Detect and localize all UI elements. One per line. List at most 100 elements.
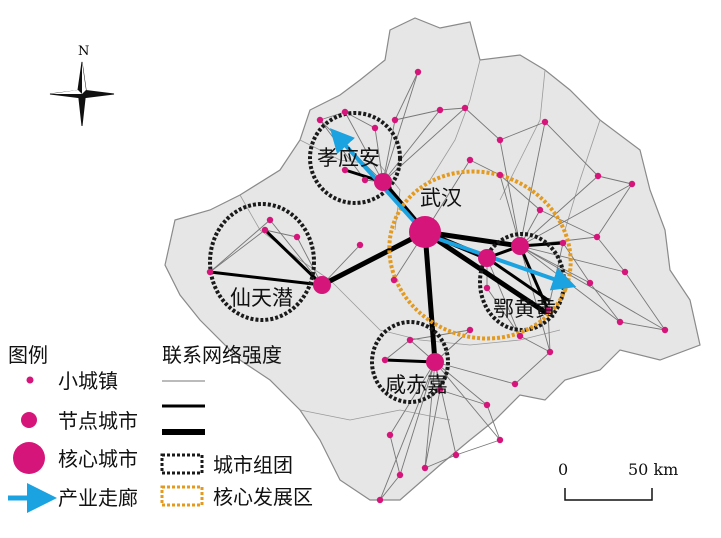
weak-link [434,361,488,406]
small-town [266,216,274,224]
weak-link [499,139,521,247]
weak-link [424,454,457,469]
small-town [293,233,301,241]
small-town [536,206,544,214]
small-town [414,68,422,76]
small-town [421,464,429,472]
small-town [466,326,474,334]
weak-link [394,109,441,121]
small-town [586,279,594,287]
legend-industry-corridor: 产业走廊 [58,486,138,510]
legend-node-city: 节点城市 [58,409,138,433]
small-town [511,380,519,388]
label-xianchijia: 咸赤嘉 [385,373,448,397]
scale-zero: 0 [558,460,568,479]
small-town [371,124,379,132]
legend-core-zone-icon [160,485,204,507]
weak-link [499,121,546,141]
small-town [436,106,444,114]
legend-small-town: 小城镇 [58,369,118,393]
weak-link [379,361,436,501]
legend-core-city-icon [13,442,45,474]
core-city-wuhan [409,216,441,248]
small-town [356,241,364,249]
weak-link [434,361,457,456]
small-town [483,401,491,409]
node-city-xianning [426,353,444,371]
weak-link [519,245,666,331]
weak-link [394,71,419,121]
small-town [593,233,601,241]
small-town [541,118,549,126]
legend-node-city-icon [21,412,37,428]
small-town [390,276,398,284]
legend-core-zone: 核心发展区 [213,485,313,509]
label-xiaoyingan: 孝应安 [317,146,380,170]
small-town [316,116,324,124]
weak-link [589,282,621,323]
legend-title: 图例 [8,343,48,367]
legend-link-strength: 联系网络强度 [162,343,282,367]
weak-link [619,321,666,331]
node-city-huanggang [511,237,529,255]
weak-link [519,245,551,353]
small-town [452,451,460,459]
weak-link [382,109,441,183]
weak-link [434,361,516,385]
weak-link [519,245,591,284]
weak-link [424,361,436,469]
weak-link [384,339,411,361]
north-arrow: N [49,44,115,127]
weak-link [544,121,599,177]
small-town [341,108,349,116]
weak-link [539,209,598,238]
small-town [621,268,629,276]
small-town [386,431,394,439]
weak-link [455,439,501,456]
weak-link [209,229,266,273]
small-town [381,356,389,364]
legend-small-town-icon [26,376,34,384]
small-town [594,172,602,180]
weak-link [519,121,546,247]
weak-link [439,107,466,111]
small-town [559,239,567,247]
weak-link [562,242,591,284]
weak-link [519,335,551,353]
small-town [461,104,469,112]
weak-link [514,351,551,385]
small-town [396,471,404,479]
weak-link [439,389,488,406]
weak-link [624,271,666,331]
weak-link [424,389,441,469]
small-town [206,268,214,276]
group-ring-xiantianqian [208,202,316,322]
weak-link [382,119,396,183]
small-town [496,136,504,144]
region-area [164,17,701,501]
weak-link [499,174,541,211]
weak-link [596,236,626,273]
legend: 图例 小城镇 节点城市 核心城市 产业走廊 联系网络强度 城市组团 核心发展区 [8,343,313,513]
small-town [361,176,369,184]
small-town [436,386,444,394]
weak-link [389,434,401,476]
small-town [466,156,474,164]
node-city-xiantao [313,276,331,294]
group-ring-xianchijia [370,320,450,404]
legend-city-group: 城市组团 [213,453,293,477]
small-town [496,171,504,179]
weak-link [596,183,633,238]
small-town [376,496,384,504]
group-ring-xiaoyingan [308,111,402,205]
strong-links [208,168,565,365]
weak-link [296,236,323,286]
small-town [391,116,399,124]
weak-link [486,257,521,337]
small-town [546,348,554,356]
small-town [616,318,624,326]
label-xiantianqian: 仙天潜 [230,286,293,310]
small-town [516,332,524,340]
weak-link [374,127,384,183]
weak-link [597,175,633,185]
